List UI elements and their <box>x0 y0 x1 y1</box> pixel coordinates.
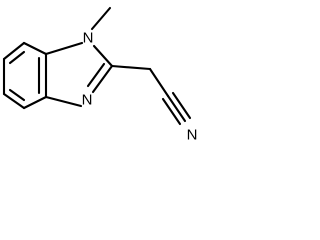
n1-label: N <box>83 30 94 47</box>
triple-bond-line-2 <box>166 94 187 123</box>
bond-c2-ch2 <box>110 64 152 71</box>
molecule-structure: N N N <box>2 6 198 144</box>
bond-inner-c7-c6 <box>8 50 26 65</box>
bond-c2-n3 <box>91 64 114 94</box>
methyl-bond <box>90 6 112 31</box>
n3-label: N <box>82 92 93 109</box>
bond-c2-n3-double <box>86 62 106 88</box>
bond-n3-c3a <box>44 95 83 108</box>
bond-c7a-n1 <box>44 41 84 56</box>
benzene-ring <box>2 41 48 110</box>
bond-n1-c2 <box>92 44 114 68</box>
imidazole-ring <box>44 41 114 108</box>
bond-ch2-cnc <box>148 67 170 98</box>
nitrile-n-label: N <box>187 127 198 144</box>
bond-inner-c5-c4 <box>8 88 26 102</box>
bond-c7-c6 <box>2 41 26 61</box>
bond-c7a-c7 <box>22 41 48 56</box>
bond-c4-c3a <box>22 95 48 110</box>
bond-c5-c4 <box>2 92 26 110</box>
triple-bond-line-1 <box>161 97 182 126</box>
triple-bond-line-3 <box>171 91 192 120</box>
